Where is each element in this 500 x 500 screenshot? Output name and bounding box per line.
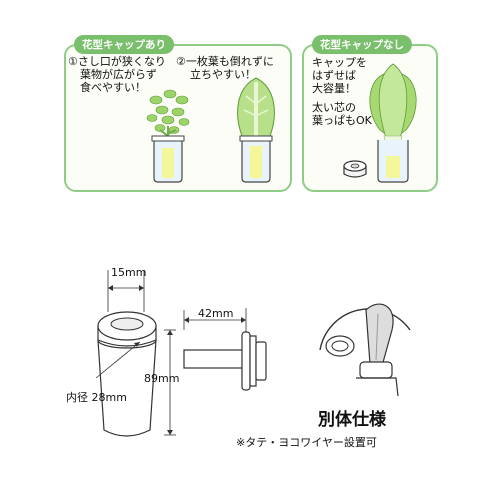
product-dimension-drawing — [95, 270, 267, 437]
length-label: 42mm — [198, 307, 234, 320]
point2-line2: 立ちやすい！ — [190, 68, 256, 81]
loose-flower-cap-illustration — [343, 160, 367, 178]
mount-note: ※タテ・ヨコワイヤー設置可 — [236, 436, 377, 449]
tab-without-flower-cap: 花型キャップなし — [312, 35, 412, 54]
inner-diameter-label: 内径 28mm — [66, 391, 127, 404]
no-cap-line1: キャップを — [312, 56, 367, 69]
tab-with-flower-cap: 花型キャップあり — [74, 35, 174, 54]
point1-line3: 食べやすい！ — [80, 81, 146, 94]
point1-line2: 葉物が広がらず — [80, 68, 157, 81]
bok-choy-in-glass-illustration — [369, 63, 417, 183]
opening-width-label: 15mm — [111, 266, 147, 279]
no-cap-line4: 太い芯の — [312, 101, 356, 114]
mounted-variant-inset — [319, 303, 414, 397]
point1-line1: ①さし口が狭くなり — [68, 55, 166, 68]
variant-title: 別体仕様 — [318, 410, 386, 430]
height-label: 89mm — [144, 372, 180, 385]
no-cap-line3: 大容量！ — [312, 82, 356, 95]
herb-in-glass-illustration — [146, 89, 190, 183]
no-cap-line5: 葉っぱもOK — [312, 114, 372, 127]
point2-line1: ②一枚葉も倒れずに — [176, 55, 274, 68]
single-leaf-in-glass-illustration — [237, 77, 275, 183]
no-cap-line2: はずせば — [312, 69, 356, 82]
panel-without-flower-cap: 花型キャップなし — [302, 35, 438, 192]
